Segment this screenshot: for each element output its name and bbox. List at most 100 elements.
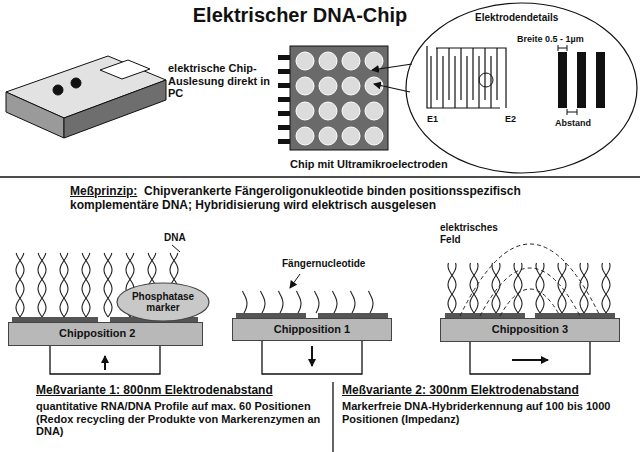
- variant-heading: Meßvariante 1: 800nm Elektrodenabstand: [36, 384, 273, 398]
- leader-line: [172, 245, 180, 252]
- dna-strand: [16, 253, 24, 317]
- dna-strand: [333, 291, 338, 313]
- electrode-spot: [365, 127, 383, 145]
- comb-finger: [490, 56, 491, 108]
- detail-label: Abstand: [555, 118, 591, 128]
- part-label: elektrisches Feld: [440, 222, 512, 245]
- dna-strand: [514, 263, 522, 313]
- electrode-spot: [342, 52, 360, 70]
- chip-3d: [6, 56, 166, 138]
- node-text: Chipposition 3: [447, 323, 613, 336]
- dna-strand: [261, 291, 266, 313]
- dna-strand: [448, 263, 456, 313]
- field-lines: [460, 244, 600, 316]
- comb-finger: [466, 56, 467, 108]
- dna-strand: [580, 263, 588, 313]
- electrode-spot: [342, 102, 360, 120]
- dna-strand: [38, 253, 46, 317]
- dna-strand: [104, 253, 112, 317]
- comb-finger: [496, 48, 497, 100]
- dna-strand: [297, 291, 302, 313]
- node-text: Phosphatase marker: [131, 291, 195, 314]
- electrode-spot: [296, 52, 314, 70]
- divider-rule: [0, 176, 640, 178]
- electrode-bars: [558, 52, 605, 108]
- variant-text: quantitative RNA/DNA Profile auf max. 60…: [36, 400, 324, 438]
- section-heading: Meßprinzip:: [70, 185, 137, 199]
- direction-arrow: [105, 346, 548, 370]
- ellipse-outline: [117, 283, 209, 321]
- variant-heading: Meßvariante 2: 300nm Elektrodenabstand: [342, 384, 579, 398]
- comb-finger: [436, 48, 437, 100]
- chip-caption: Chip mit Ultramikroelectroden: [290, 158, 448, 171]
- leader-line: [290, 274, 300, 288]
- node-text: Chipposition 1: [239, 323, 385, 336]
- pointer-arrow: [372, 64, 412, 70]
- chip-position: Chipposition 1: [232, 318, 392, 341]
- dna-strand: [492, 263, 500, 313]
- node-text: Chipposition 2: [59, 327, 194, 340]
- diagram-title: Elektrischer DNA-Chip: [150, 4, 450, 27]
- comb-finger: [460, 48, 461, 100]
- detail-circle: ElektrodendetailsBreite 0.5 - 1µmE1 E2 Abs…: [405, 2, 638, 174]
- ellipse-outline: [406, 3, 637, 173]
- electrode-comb: [427, 46, 506, 108]
- dna-strand: [536, 263, 544, 313]
- electrode-spot: [342, 127, 360, 145]
- detail-label: E2: [505, 114, 516, 124]
- principle-text: Chipverankerte Fängeroligonukleotide bin…: [70, 185, 600, 213]
- node-outline: [405, 2, 638, 174]
- comb-finger: [472, 48, 473, 100]
- electrode-spot: [319, 52, 337, 70]
- dna-strand: [104, 253, 112, 317]
- chip-position: Chipposition 3: [440, 318, 620, 342]
- dna-strand: [351, 291, 356, 313]
- pointer-arrow: [374, 84, 410, 92]
- dna-strand: [369, 291, 374, 313]
- dna-strand: [315, 291, 320, 313]
- dna-strand: [82, 253, 90, 317]
- dna-strand: [16, 253, 24, 317]
- dna-strand: [470, 263, 478, 313]
- electrode-spot: [296, 102, 314, 120]
- dna-strand: [602, 263, 610, 313]
- chip-grid: [278, 46, 388, 150]
- comb-finger: [484, 48, 485, 100]
- dna-strand: [279, 291, 284, 313]
- dna-strand: [492, 263, 500, 313]
- dna-strand: [558, 263, 566, 313]
- detail-label: Elektrodendetails: [475, 12, 558, 24]
- electrode-spot: [365, 52, 383, 70]
- comb-finger: [442, 56, 443, 108]
- comb-finger: [448, 48, 449, 100]
- marker-enzyme: Phosphatase marker: [116, 282, 210, 322]
- dna-strands: [16, 253, 610, 317]
- electrode-spot: [319, 102, 337, 120]
- dna-strand: [536, 263, 544, 313]
- dna-strand: [60, 253, 68, 317]
- dna-strand: [38, 253, 46, 317]
- dimension-marks: [558, 45, 577, 115]
- dna-strand: [602, 263, 610, 313]
- comb-finger: [430, 56, 431, 108]
- electrode-spot: [296, 127, 314, 145]
- chip-position: Chipposition 2: [8, 322, 203, 346]
- electrode-spot: [365, 102, 383, 120]
- electrode-spot: [296, 77, 314, 95]
- annotation: elektrische Chip-Auslesung direkt in PC: [168, 62, 272, 100]
- dna-strand: [580, 263, 588, 313]
- dna-strand: [514, 263, 522, 313]
- dna-strand: [470, 263, 478, 313]
- electrode-spot: [319, 127, 337, 145]
- dna-strand: [82, 253, 90, 317]
- part-label: Fängernucleotide: [282, 258, 365, 270]
- dna-strand: [558, 263, 566, 313]
- electrode-spot: [319, 77, 337, 95]
- detail-label: E1: [427, 114, 438, 124]
- comb-finger: [454, 56, 455, 108]
- electrode-spot: [342, 77, 360, 95]
- dna-strand: [60, 253, 68, 317]
- detail-label: Breite 0.5 - 1µm: [517, 34, 584, 44]
- dna-strand: [448, 263, 456, 313]
